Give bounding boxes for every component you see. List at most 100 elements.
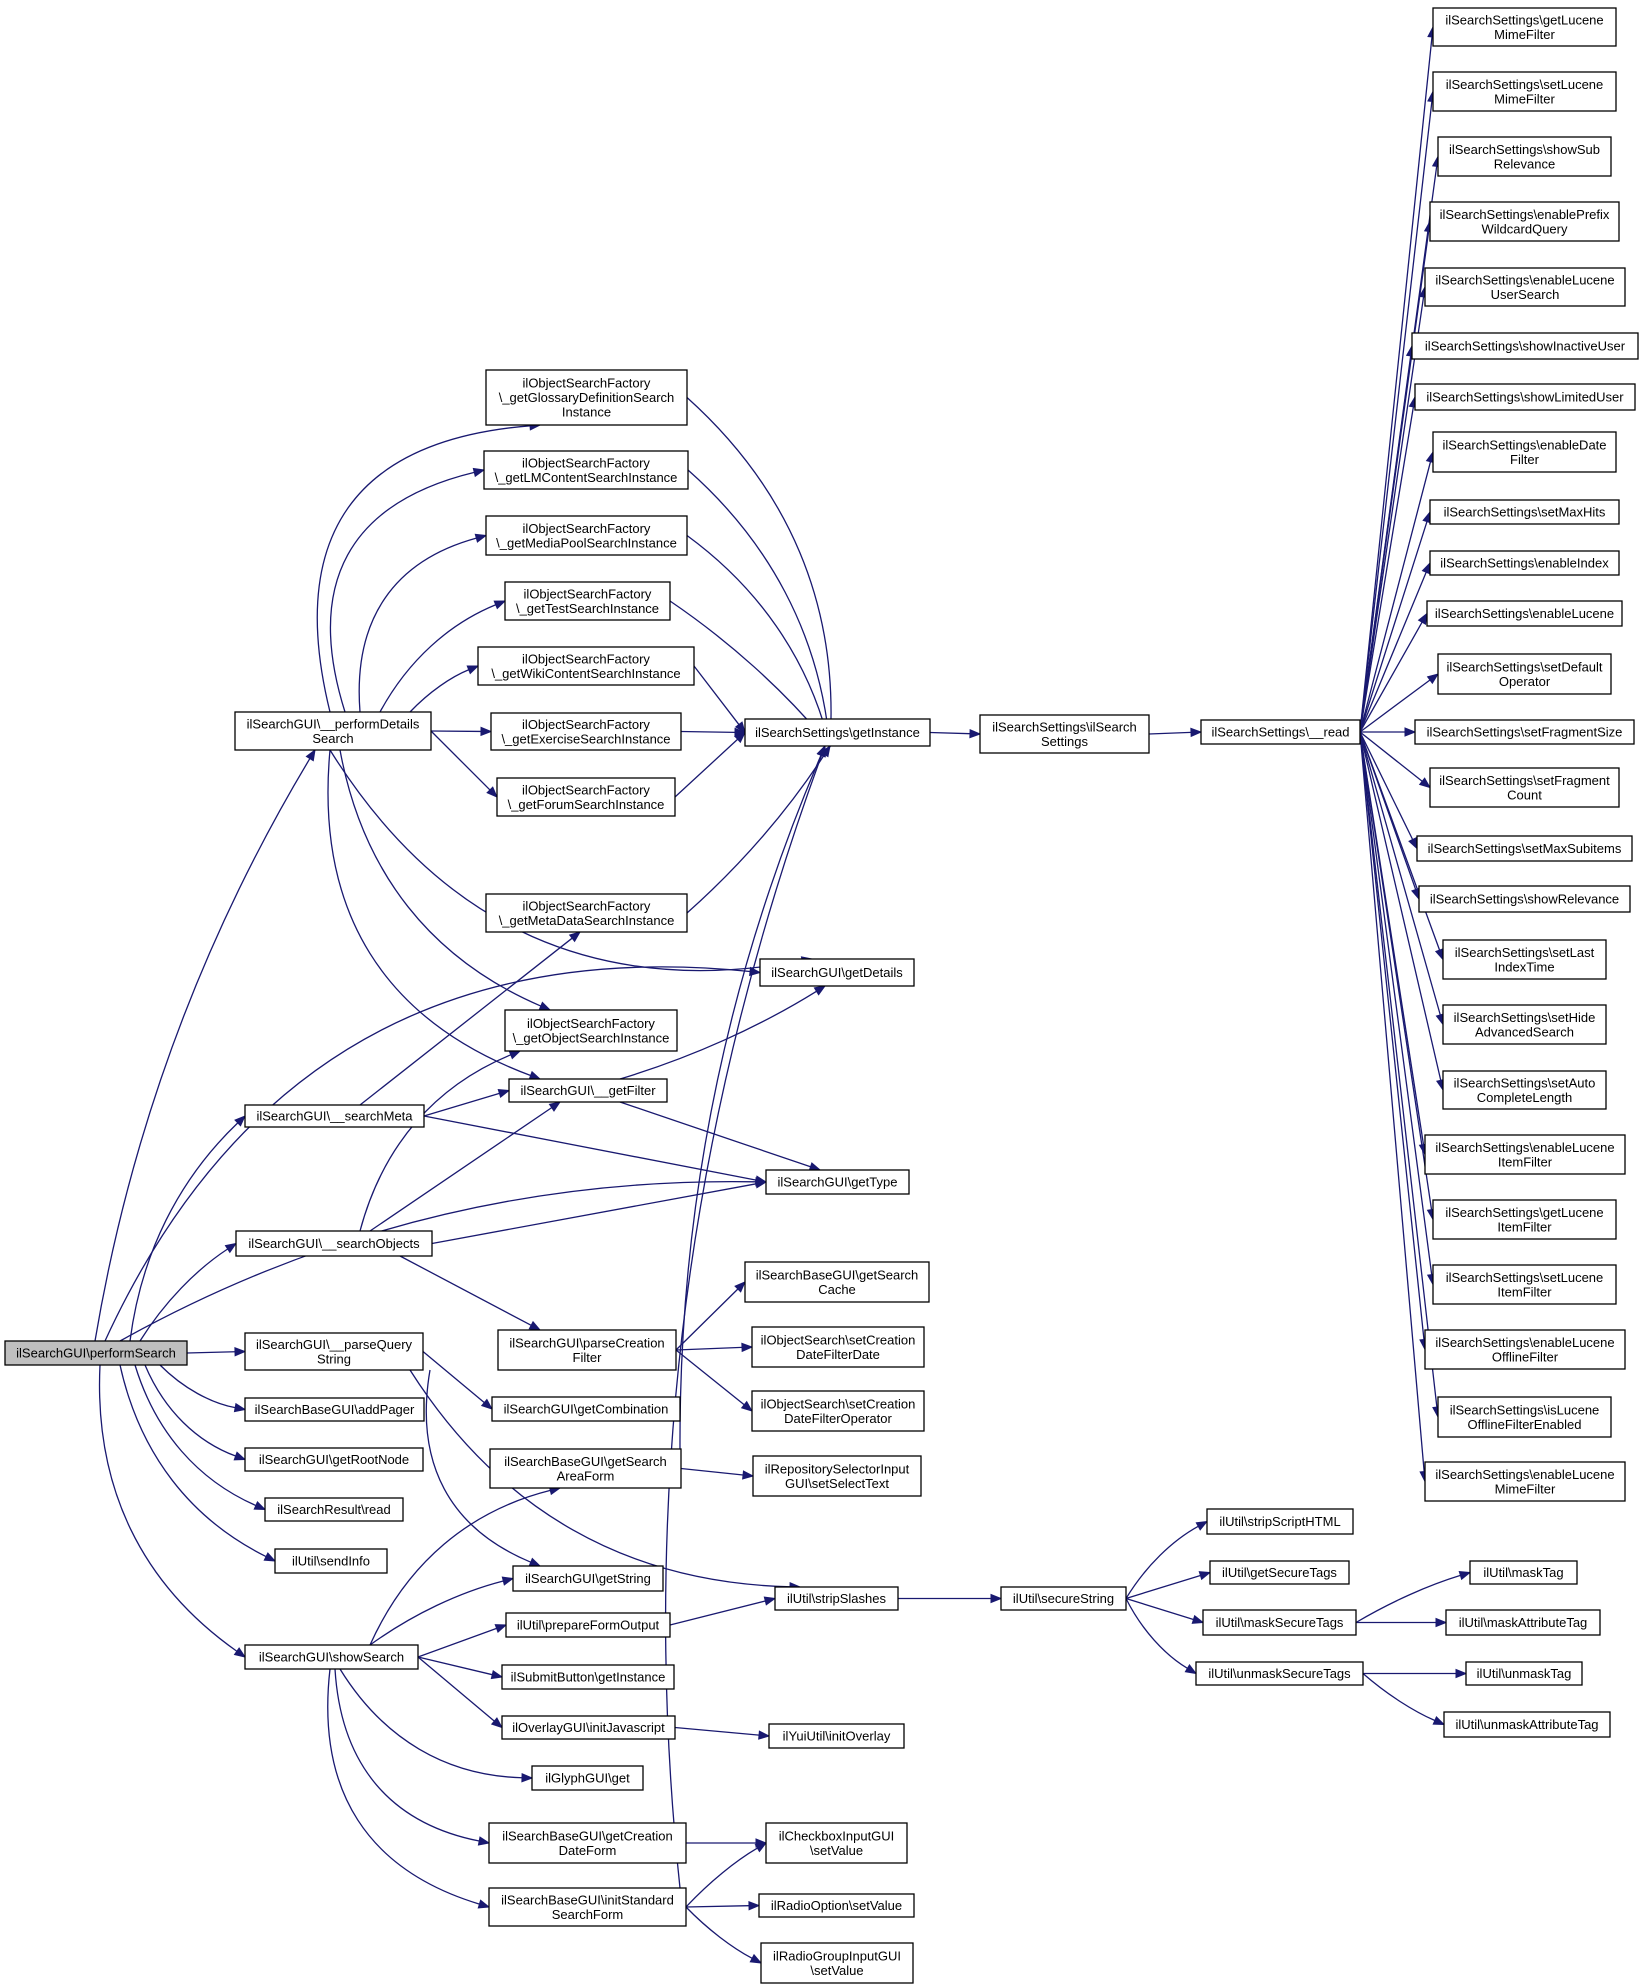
node-showLimited[interactable]: ilSearchSettings\showLimitedUser xyxy=(1414,383,1636,411)
node-wikiContent[interactable]: ilObjectSearchFactory\_getWikiContentSea… xyxy=(477,646,695,686)
node-box xyxy=(1416,835,1633,862)
edge-read-to-enableDate xyxy=(1359,461,1432,733)
node-exercise[interactable]: ilObjectSearchFactory\_getExerciseSearch… xyxy=(490,712,682,751)
edge-read-to-enableLuceneMime xyxy=(1359,731,1425,1472)
node-setMaxHits[interactable]: ilSearchSettings\setMaxHits xyxy=(1429,499,1620,525)
node-stripScript[interactable]: ilUtil\stripScriptHTML xyxy=(1206,1508,1354,1535)
node-box xyxy=(1437,1396,1612,1438)
node-resultRead[interactable]: ilSearchResult\read xyxy=(264,1497,404,1522)
node-metaData[interactable]: ilObjectSearchFactory\_getMetaDataSearch… xyxy=(485,893,688,933)
node-settingsCtor[interactable]: ilSearchSettings\ilSearchSettings xyxy=(979,714,1150,754)
node-glyph[interactable]: ilGlyphGUI\get xyxy=(531,1765,644,1791)
node-submitButton[interactable]: ilSubmitButton\getInstance xyxy=(501,1664,675,1690)
node-box xyxy=(1437,653,1612,695)
node-lmContent[interactable]: ilObjectSearchFactory\_getLMContentSearc… xyxy=(483,450,689,490)
node-maskAttr[interactable]: ilUtil\maskAttributeTag xyxy=(1445,1609,1601,1636)
arrowhead xyxy=(490,1669,504,1680)
edge-exercise-to-getInstance xyxy=(680,730,736,733)
node-getRootNode[interactable]: ilSearchGUI\getRootNode xyxy=(244,1447,424,1472)
node-getCombination[interactable]: ilSearchGUI\getCombination xyxy=(491,1396,681,1422)
node-overlayJs[interactable]: ilOverlayGUI\initJavascript xyxy=(501,1715,676,1740)
node-box xyxy=(1414,383,1636,411)
node-forum[interactable]: ilObjectSearchFactory\_getForumSearchIns… xyxy=(496,777,676,817)
node-read[interactable]: ilSearchSettings\__read xyxy=(1200,719,1361,745)
node-enableIndex[interactable]: ilSearchSettings\enableIndex xyxy=(1429,550,1620,576)
arrowhead xyxy=(1426,673,1440,685)
node-repoSelector[interactable]: ilRepositorySelectorInputGUI\setSelectTe… xyxy=(752,1455,922,1497)
node-secureString[interactable]: ilUtil\secureString xyxy=(1000,1586,1127,1611)
node-glossary[interactable]: ilObjectSearchFactory\_getGlossaryDefini… xyxy=(485,369,688,426)
node-box xyxy=(744,1261,930,1303)
node-radioOption[interactable]: ilRadioOption\setValue xyxy=(758,1893,915,1918)
arrowhead xyxy=(466,665,480,675)
node-sendInfo[interactable]: ilUtil\sendInfo xyxy=(274,1548,388,1574)
node-maskSecure[interactable]: ilUtil\maskSecureTags xyxy=(1202,1609,1357,1636)
node-radioGroup[interactable]: ilRadioGroupInputGUI\setValue xyxy=(760,1942,914,1984)
node-getDetails[interactable]: ilSearchGUI\getDetails xyxy=(759,958,915,987)
node-enableLuceneOffline[interactable]: ilSearchSettings\enableLuceneOfflineFilt… xyxy=(1424,1329,1626,1370)
node-getType[interactable]: ilSearchGUI\getType xyxy=(765,1169,910,1195)
node-setFragSize[interactable]: ilSearchSettings\setFragmentSize xyxy=(1414,719,1635,745)
node-unmaskSecure[interactable]: ilUtil\unmaskSecureTags xyxy=(1195,1661,1364,1686)
node-maskTag[interactable]: ilUtil\maskTag xyxy=(1469,1560,1578,1585)
node-getFilter[interactable]: ilSearchGUI\__getFilter xyxy=(508,1078,668,1103)
node-searchMeta[interactable]: ilSearchGUI\__searchMeta xyxy=(244,1104,425,1128)
node-initOverlay[interactable]: ilYuiUtil\initOverlay xyxy=(768,1723,905,1749)
node-label: ilSearchSettings\setMaxSubitems xyxy=(1428,841,1622,856)
node-setCreationOp[interactable]: ilObjectSearch\setCreationDateFilterOper… xyxy=(751,1390,925,1432)
node-testSearch[interactable]: ilObjectSearchFactory\_getTestSearchInst… xyxy=(504,581,671,621)
node-stripSlashes[interactable]: ilUtil\stripSlashes xyxy=(774,1586,899,1611)
node-enableLucene[interactable]: ilSearchSettings\enableLucene xyxy=(1426,600,1623,627)
node-unmaskTag[interactable]: ilUtil\unmaskTag xyxy=(1465,1661,1583,1686)
node-isLuceneOffline[interactable]: ilSearchSettings\isLuceneOfflineFilterEn… xyxy=(1437,1396,1612,1438)
node-checkbox[interactable]: ilCheckboxInputGUI\setValue xyxy=(765,1822,908,1864)
edge-searchMeta-to-metaData xyxy=(359,937,573,1106)
node-perform[interactable]: ilSearchGUI\performSearch xyxy=(4,1340,188,1366)
node-setMaxSub[interactable]: ilSearchSettings\setMaxSubitems xyxy=(1416,835,1633,862)
node-label: ilObjectSearchFactory xyxy=(523,898,651,913)
edge-getInstance-to-settingsCtor xyxy=(929,731,971,735)
node-getSecureTags[interactable]: ilUtil\getSecureTags xyxy=(1209,1560,1350,1585)
node-unmaskAttr[interactable]: ilUtil\unmaskAttributeTag xyxy=(1443,1711,1611,1738)
node-getString[interactable]: ilSearchGUI\getString xyxy=(512,1565,664,1592)
node-mediaPool[interactable]: ilObjectSearchFactory\_getMediaPoolSearc… xyxy=(485,515,688,556)
node-getInstance[interactable]: ilSearchSettings\getInstance xyxy=(744,718,931,747)
edge-read-to-setLuceneMime xyxy=(1359,101,1433,733)
node-objectSearch[interactable]: ilObjectSearchFactory\_getObjectSearchIn… xyxy=(504,1009,678,1052)
node-label: ilUtil\getSecureTags xyxy=(1222,1565,1337,1580)
node-showRel[interactable]: ilSearchSettings\showRelevance xyxy=(1418,885,1631,913)
node-label: ilObjectSearchFactory xyxy=(522,717,650,732)
node-prepareFormOutput[interactable]: ilUtil\prepareFormOutput xyxy=(505,1612,671,1638)
node-label: MimeFilter xyxy=(1494,27,1555,42)
node-enablePrefix[interactable]: ilSearchSettings\enablePrefixWildcardQue… xyxy=(1429,201,1620,242)
node-showInactive[interactable]: ilSearchSettings\showInactiveUser xyxy=(1411,332,1639,360)
node-showSearch[interactable]: ilSearchGUI\showSearch xyxy=(244,1644,419,1670)
arrowhead xyxy=(234,1115,246,1127)
node-box xyxy=(1000,1586,1127,1611)
node-searchObjects[interactable]: ilSearchGUI\__searchObjects xyxy=(235,1230,433,1257)
node-label: ilSubmitButton\getInstance xyxy=(511,1670,666,1685)
node-addPager[interactable]: ilSearchBaseGUI\addPager xyxy=(244,1397,425,1422)
